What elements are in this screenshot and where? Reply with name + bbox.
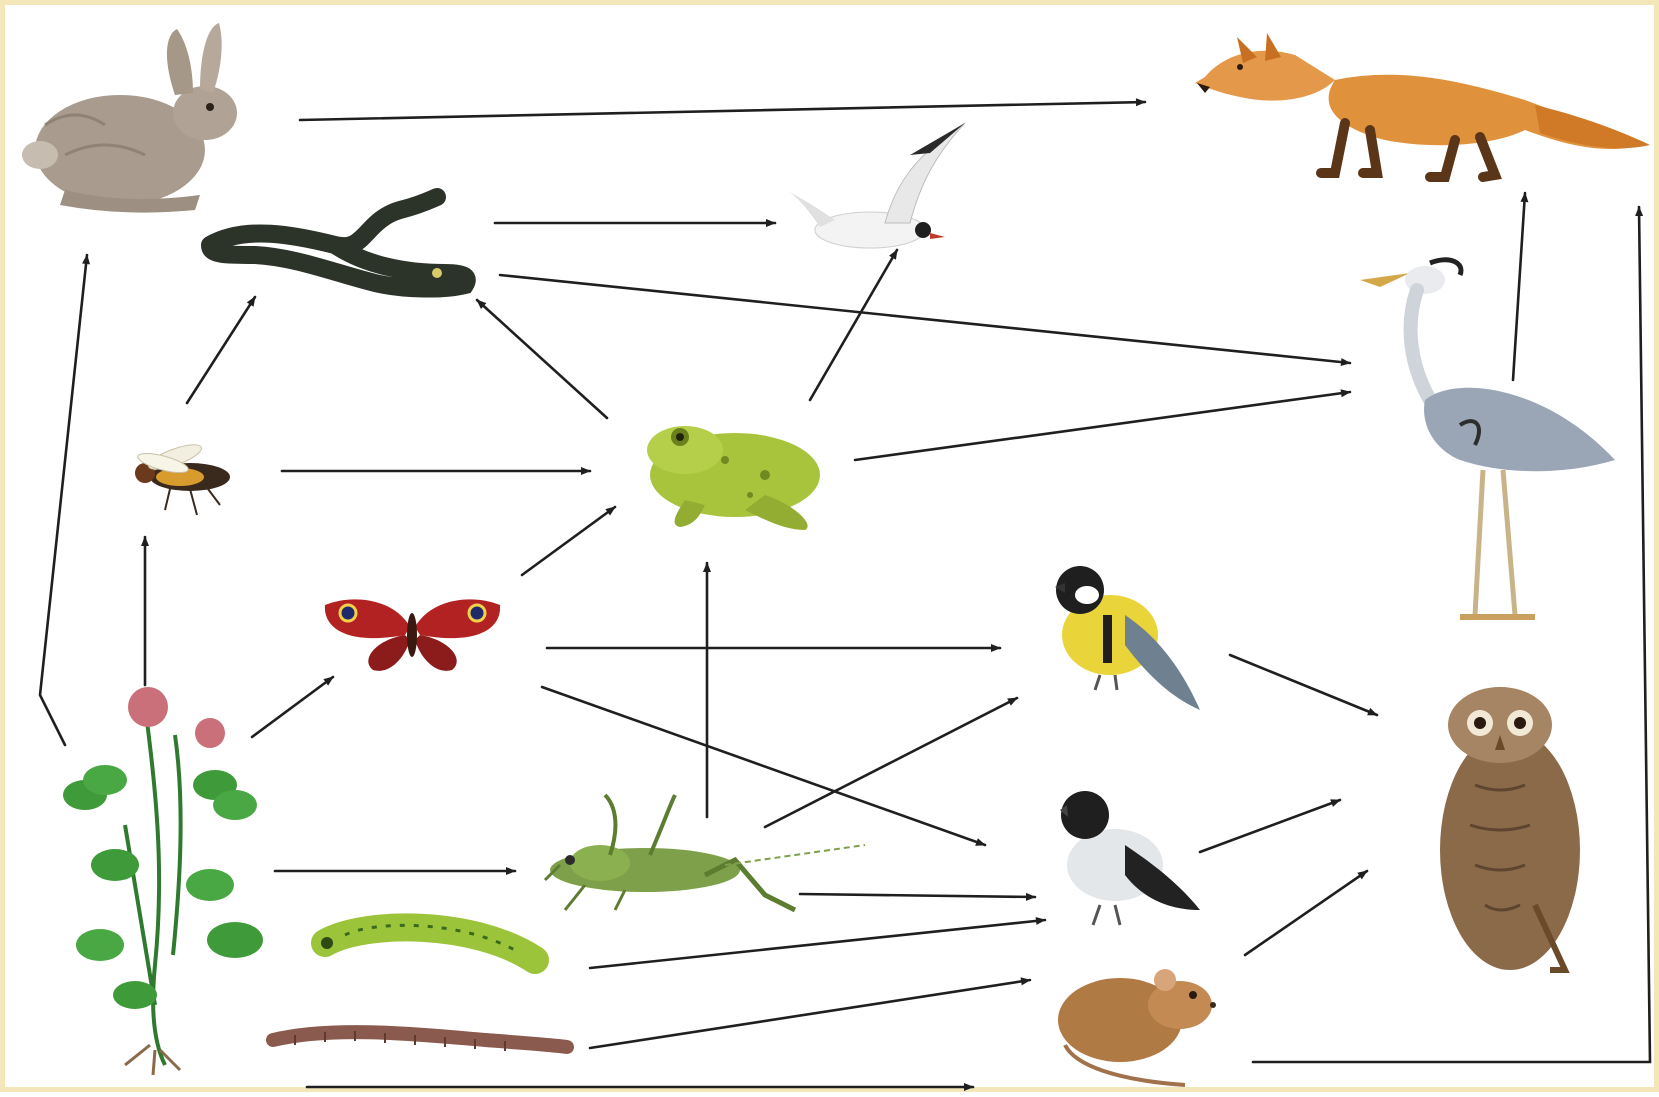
arrow-tit-to-owl	[1230, 655, 1377, 715]
arrow-butterfly-to-flycatcher	[542, 687, 985, 845]
grasshopper-icon	[545, 795, 865, 910]
frog-icon	[647, 426, 820, 530]
arrow-butterfly-to-frog	[522, 507, 615, 575]
hare-icon	[22, 23, 237, 213]
arrow-fly-to-snake	[187, 297, 255, 403]
arrow-caterpillar-to-flycatcher	[590, 920, 1045, 968]
arrow-grasshopper-to-tit	[765, 698, 1017, 827]
owl-icon	[1440, 687, 1580, 970]
arrow-earthworm-to-mouse	[590, 980, 1030, 1048]
snake-icon	[210, 197, 467, 289]
clover-icon	[63, 687, 263, 1075]
arrow-flycatcher-to-owl	[1200, 800, 1340, 852]
caterpillar-icon	[321, 925, 535, 960]
arrow-clover-to-butterfly	[252, 677, 333, 737]
tit-icon	[1055, 566, 1200, 710]
food-web-canvas	[5, 5, 1659, 1097]
flycatcher-icon	[1060, 791, 1200, 925]
arrow-snake-to-heron	[500, 275, 1350, 363]
mouse-icon	[1058, 969, 1216, 1085]
arrow-frog-to-heron	[855, 392, 1350, 460]
arrow-hare-to-fox	[300, 102, 1145, 120]
arrow-mouse-to-fox	[1253, 207, 1650, 1062]
arrow-clover-to-hare	[40, 255, 87, 745]
arrow-frog-to-snake	[477, 300, 607, 418]
earthworm-icon	[273, 1031, 567, 1051]
heron-icon	[1360, 260, 1615, 617]
arrow-mouse-to-owl	[1245, 871, 1367, 955]
butterfly-icon	[325, 599, 500, 671]
arrow-heron-to-fox	[1513, 193, 1525, 380]
fox-icon	[1195, 33, 1650, 177]
arrow-frog-to-gull	[810, 250, 897, 400]
fly-icon	[135, 440, 230, 515]
arrow-grasshopper-to-flycatcher	[800, 894, 1035, 897]
gull-icon	[787, 123, 965, 248]
